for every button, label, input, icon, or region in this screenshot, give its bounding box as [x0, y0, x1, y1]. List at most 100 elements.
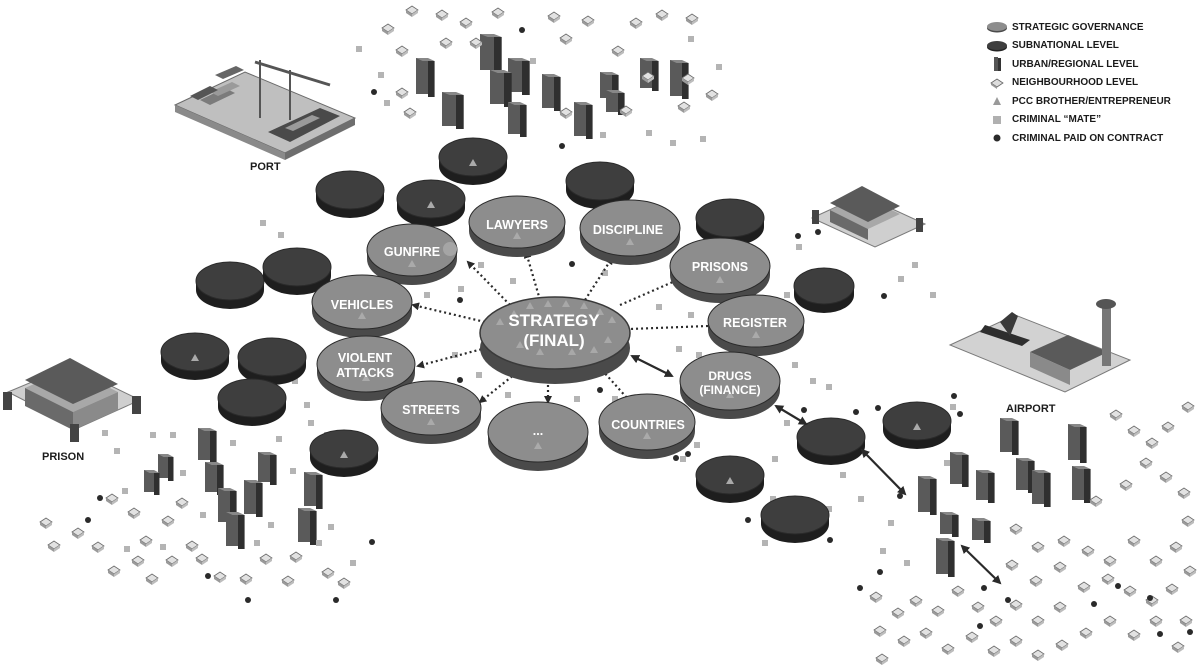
neighbourhood-house — [1149, 615, 1163, 627]
dot-icon — [986, 130, 1012, 146]
grey-disc-icon — [986, 19, 1012, 35]
contract-criminal-marker — [957, 411, 963, 417]
subnational-disc — [882, 401, 952, 449]
connector-neighbourhood-house — [960, 544, 1002, 585]
strategic-disc-discipline[interactable] — [579, 199, 681, 265]
strategic-disc-violent[interactable] — [316, 335, 416, 401]
neighbourhood-house — [1177, 487, 1191, 499]
prison-illustration: PRISON — [3, 358, 142, 463]
criminal-mate-marker — [180, 470, 186, 476]
criminal-mate-marker — [268, 522, 274, 528]
contract-criminal-marker — [569, 261, 575, 267]
urban-tower — [144, 470, 160, 495]
strategic-disc-countries[interactable] — [598, 393, 696, 459]
contract-criminal-marker — [815, 229, 821, 235]
neighbourhood-house — [1159, 471, 1173, 483]
neighbourhood-house — [655, 9, 669, 21]
neighbourhood-house — [619, 105, 633, 117]
criminal-mate-marker — [254, 540, 260, 546]
node-label-gunfire: GUNFIRE — [384, 245, 440, 259]
criminal-mate-marker — [646, 130, 652, 136]
brother-marker — [516, 341, 524, 348]
urban-tower — [205, 462, 224, 495]
urban-tower — [1068, 424, 1087, 463]
strategic-disc-drugs[interactable] — [679, 351, 781, 419]
neighbourhood-house — [873, 625, 887, 637]
connector-streets — [478, 369, 521, 404]
strategic-disc-register[interactable] — [707, 294, 805, 356]
criminal-mate-marker — [384, 100, 390, 106]
criminal-mate-marker — [510, 278, 516, 284]
criminal-mate-marker — [122, 488, 128, 494]
legend-row-subnational: SUBNATIONAL LEVEL — [986, 37, 1196, 56]
neighbourhood-house — [1181, 401, 1195, 413]
legend-row-urban: URBAN/REGIONAL LEVEL — [986, 55, 1196, 74]
neighbourhood-house — [185, 540, 199, 552]
criminal-mate-marker — [424, 292, 430, 298]
subnational-disc — [160, 332, 230, 380]
contract-criminal-marker — [457, 377, 463, 383]
neighbourhood-house — [611, 45, 625, 57]
contract-criminal-marker — [1005, 597, 1011, 603]
neighbourhood-house — [439, 37, 453, 49]
gunfire-marker — [443, 242, 457, 256]
criminal-mate-marker — [944, 460, 950, 466]
neighbourhood-house — [337, 577, 351, 589]
neighbourhood-house — [965, 631, 979, 643]
urban-tower — [304, 472, 323, 509]
criminal-mate-marker — [950, 404, 956, 410]
criminal-mate-marker — [102, 430, 108, 436]
criminal-mate-marker — [858, 496, 864, 502]
contract-criminal-marker — [371, 89, 377, 95]
neighbourhood-house — [213, 571, 227, 583]
criminal-mate-marker — [656, 304, 662, 310]
neighbourhood-house — [1171, 641, 1185, 653]
criminal-mate-marker — [292, 378, 298, 384]
criminal-mate-marker — [260, 220, 266, 226]
strategic-disc-lawyers[interactable] — [468, 195, 566, 257]
strategic-disc-gunfire[interactable] — [366, 223, 458, 285]
neighbourhood-house — [1127, 535, 1141, 547]
neighbourhood-house — [1089, 495, 1103, 507]
port-illustration: PORT — [173, 60, 357, 173]
strategic-disc-streets[interactable] — [380, 380, 482, 444]
strategic-disc-vehicles[interactable] — [311, 274, 413, 338]
legend-row-mate: CRIMINAL “MATE” — [986, 111, 1196, 130]
neighbourhood-house — [1181, 515, 1195, 527]
neighbourhood-house — [705, 89, 719, 101]
brother-marker — [358, 312, 366, 319]
criminal-mate-marker — [880, 548, 886, 554]
brother-marker — [716, 276, 724, 283]
subnational-disc — [237, 337, 307, 385]
criminal-mate-marker — [676, 346, 682, 352]
strategy-label-line2: (FINAL) — [523, 331, 584, 350]
neighbourhood-house — [951, 585, 965, 597]
brother-marker — [534, 442, 542, 449]
urban-tower — [1000, 418, 1019, 455]
strategic-disc-ellipsis[interactable] — [487, 401, 589, 471]
connector-gunfire — [466, 260, 511, 306]
strategic-disc-prisons[interactable] — [669, 237, 771, 303]
brother-marker — [580, 302, 588, 309]
port-label: PORT — [250, 161, 281, 173]
neighbourhood-house — [161, 515, 175, 527]
node-label-prisons: PRISONS — [692, 260, 748, 274]
contract-criminal-marker — [857, 585, 863, 591]
strategy-final-node[interactable]: STRATEGY (FINAL) — [479, 296, 631, 384]
criminal-mate-marker — [930, 292, 936, 298]
neighbourhood-house — [909, 595, 923, 607]
neighbourhood-house — [1127, 425, 1141, 437]
neighbourhood-house — [105, 493, 119, 505]
neighbourhood-house — [685, 13, 699, 25]
neighbourhood-house — [127, 507, 141, 519]
neighbourhood-house — [289, 551, 303, 563]
node-label-lawyers: LAWYERS — [486, 218, 548, 232]
neighbourhood-house — [395, 87, 409, 99]
neighbourhood-house — [919, 627, 933, 639]
urban-tower — [918, 476, 937, 515]
prison-building-right — [810, 186, 927, 248]
neighbourhood-house — [1031, 649, 1045, 661]
neighbourhood-house — [1031, 541, 1045, 553]
contract-criminal-marker — [801, 407, 807, 413]
